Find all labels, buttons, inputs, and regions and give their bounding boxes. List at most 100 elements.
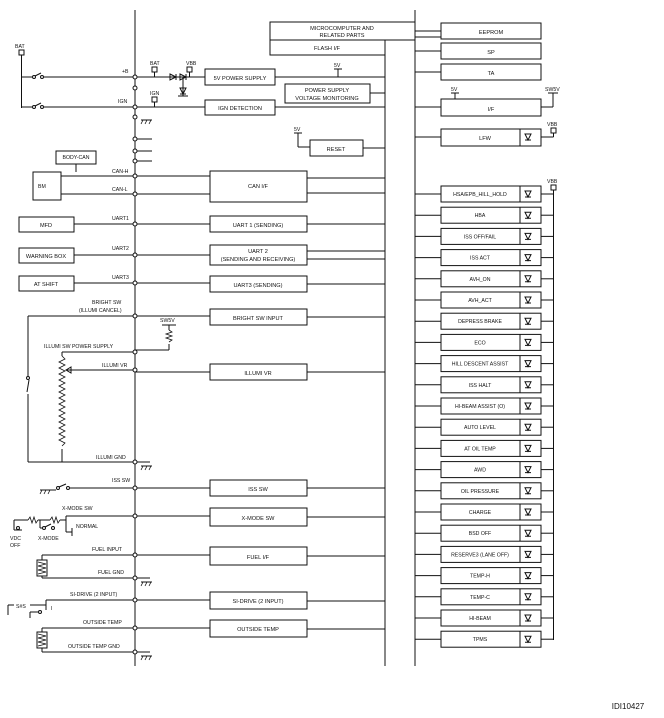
fuel-gnd-label: FUEL GND bbox=[98, 570, 124, 576]
fuel-input-label: FUEL INPUT bbox=[92, 547, 123, 553]
indicator-label: HBA bbox=[475, 213, 486, 219]
indicator-supply-rail: VBB bbox=[547, 179, 558, 640]
indicator-label: BSD OFF bbox=[469, 531, 491, 537]
led-icon bbox=[524, 508, 532, 517]
indicator-row: CHARGE bbox=[415, 503, 554, 521]
led-icon bbox=[524, 593, 532, 601]
indicator-label: AVH_ACT bbox=[468, 298, 492, 304]
illumi-gnd-label: ILLUMI GND bbox=[96, 455, 126, 461]
outside-temp-row: OUTSIDE TEMP OUTSIDE TEMP GND OUTSIDE TE… bbox=[36, 619, 385, 661]
battery-connector: BAT bbox=[15, 44, 135, 109]
uart1-label: UART1 bbox=[112, 216, 129, 222]
plus-b-label: +B bbox=[122, 69, 129, 75]
indicator-label: OIL PRESSURE bbox=[461, 489, 500, 495]
uart1-row: MFD UART1 UART 1 (SENDING) bbox=[18, 215, 385, 233]
diagram-id: IDI10427 bbox=[612, 702, 645, 711]
sidrive-label: SI-DRIVE (2 INPUT) bbox=[70, 592, 118, 598]
xmode-box-label: X-MODE SW bbox=[242, 516, 276, 522]
indicator-row: ISS ACT bbox=[415, 249, 554, 267]
led-icon bbox=[524, 254, 532, 262]
indicator-list: HSA/EPB_HILL_HOLD HBA ISS OFF/FAIL ISS ACT A… bbox=[415, 185, 554, 648]
outside-temp-box-label: OUTSIDE TEMP bbox=[237, 627, 279, 633]
indicator-row: TEMP-H bbox=[415, 567, 554, 585]
indicator-row: HBA bbox=[415, 206, 554, 224]
led-icon bbox=[524, 423, 532, 432]
uart3-label: UART3 bbox=[112, 275, 129, 281]
eeprom-box: EEPROM bbox=[415, 22, 542, 40]
sidrive-box-label: SI-DRIVE (2 INPUT) bbox=[233, 599, 284, 605]
led-icon bbox=[524, 211, 532, 220]
indicator-label: TEMP-C bbox=[470, 595, 490, 601]
led-icon bbox=[524, 572, 532, 580]
iss-sw-label: ISS SW bbox=[112, 478, 130, 484]
indicator-row: HI-BEAM bbox=[415, 609, 554, 627]
lfw-label: LFW bbox=[479, 136, 492, 142]
indicator-label: TEMP-H bbox=[470, 574, 490, 580]
reset-box: 5V RESET bbox=[294, 127, 385, 157]
indicator-row: AVH_ACT bbox=[415, 291, 554, 309]
indicator-label: CHARGE bbox=[469, 510, 492, 516]
led-icon bbox=[524, 338, 532, 347]
led-icon bbox=[524, 402, 532, 411]
indicator-row: TPMS bbox=[415, 630, 554, 648]
led-icon bbox=[524, 381, 532, 389]
vbb-right-label-1: VBB bbox=[547, 122, 558, 128]
5v-label-2: 5V bbox=[294, 127, 301, 133]
indicator-label: ECO bbox=[474, 340, 485, 346]
sp-label: SP bbox=[487, 50, 495, 56]
indicator-row: HSA/EPB_HILL_HOLD bbox=[415, 185, 554, 203]
indicator-label: ISS ACT bbox=[470, 256, 491, 262]
warning-box-label: WARNING BOX bbox=[26, 254, 66, 260]
uart2-label: UART2 bbox=[112, 246, 129, 252]
led-icon bbox=[524, 635, 532, 644]
lfw-box: VBB LFW bbox=[415, 122, 558, 147]
iss-sw-box-label: ISS SW bbox=[248, 487, 268, 493]
swsv-label-1: SW5V bbox=[160, 318, 175, 324]
led-icon bbox=[524, 466, 532, 474]
uart2-row: WARNING BOX UART2 UART 2 (SENDING AND RE… bbox=[18, 244, 385, 266]
bat-label: BAT bbox=[15, 44, 26, 50]
ign-detection-label: IGN DETECTION bbox=[218, 106, 262, 112]
indicator-label: ISS OFF/FAIL bbox=[464, 234, 496, 240]
bat-small-label: BAT bbox=[150, 61, 161, 67]
indicator-label: TPMS bbox=[473, 637, 488, 643]
indicator-row: HILL DESCENT ASSIST bbox=[415, 355, 554, 373]
led-icon bbox=[524, 190, 532, 199]
illumi-ps-label: ILLUMI SW POWER SUPPLY bbox=[44, 344, 114, 350]
5v-power-supply-box: 5V POWER SUPPLY 5V bbox=[204, 63, 385, 86]
indicator-row: RESERVE3 (LANE OFF) bbox=[415, 545, 554, 563]
if-swsv-label: SW5V bbox=[545, 87, 560, 93]
indicator-row: TEMP-C bbox=[415, 588, 554, 606]
vbb-label: VBB bbox=[186, 61, 197, 67]
indicator-label: AVH_ON bbox=[470, 277, 491, 283]
indicator-row: ISS OFF/FAIL bbox=[415, 227, 554, 245]
ta-box: TA bbox=[415, 63, 542, 81]
illumi-vr-box-label: ILLUMI VR bbox=[244, 371, 271, 377]
micro-label-1: MICROCOMPUTER AND bbox=[310, 26, 374, 32]
indicator-label: HI-BEAM bbox=[469, 616, 491, 622]
indicator-label: AWD bbox=[474, 468, 486, 474]
indicator-label: HI-BEAM ASSIST (O) bbox=[455, 404, 505, 410]
ign-small-label: IGN bbox=[150, 91, 159, 97]
bright-sw-box-label: BRIGHT SW INPUT bbox=[233, 316, 284, 322]
led-icon bbox=[524, 444, 532, 453]
iss-sw-row: ISS SW ISS SW bbox=[39, 478, 385, 497]
led-icon bbox=[524, 275, 532, 283]
flash-if-box: FLASH I/F bbox=[269, 39, 386, 56]
vdc-label: VDC bbox=[10, 536, 21, 542]
fuel-row: FUEL INPUT FUEL GND FUEL I/F bbox=[36, 546, 385, 587]
indicator-row: ISS HALT bbox=[415, 376, 554, 394]
indicator-row: ECO bbox=[415, 333, 554, 351]
indicator-row: AWD bbox=[415, 461, 554, 479]
led-icon bbox=[524, 529, 532, 538]
indicator-label: AT OIL TEMP bbox=[464, 446, 496, 452]
uart1-box-label: UART 1 (SENDING) bbox=[233, 223, 284, 229]
uart3-box-label: UART3 (SENDING) bbox=[233, 283, 282, 289]
bus-grounds bbox=[134, 117, 152, 162]
outside-temp-label: OUTSIDE TEMP bbox=[83, 620, 122, 626]
power-input-circuit: BAT VBB IGN bbox=[135, 61, 205, 108]
sp-box: SP bbox=[415, 42, 542, 60]
led-icon bbox=[524, 360, 532, 368]
eeprom-label: EEPROM bbox=[479, 30, 504, 36]
